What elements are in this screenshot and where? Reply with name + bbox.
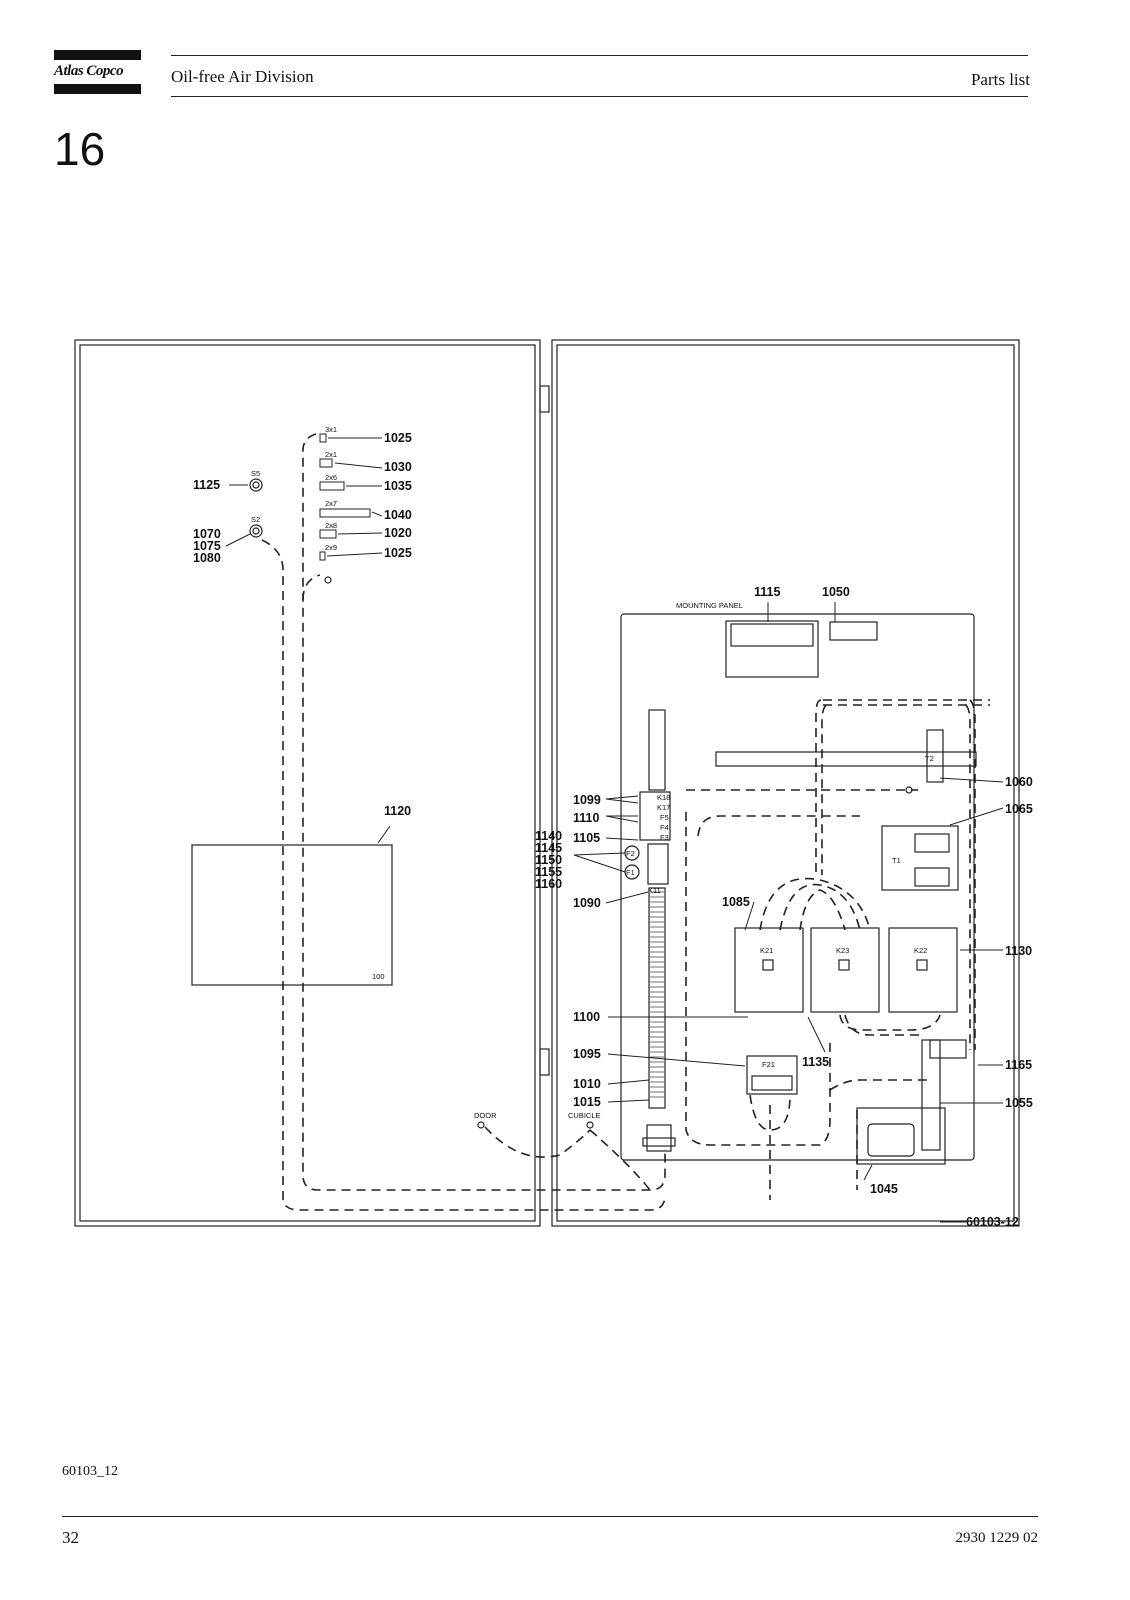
fuse-f21: [746, 1055, 798, 1095]
callout-1120: 1120: [384, 804, 411, 818]
callout-1110: 1110: [573, 811, 599, 825]
footer-rule: [62, 1516, 1038, 1517]
callout-1040: 1040: [384, 508, 412, 522]
callout-1075: 1075: [193, 539, 221, 553]
callout-1010: 1010: [573, 1077, 601, 1091]
label-k11: K11: [648, 886, 661, 895]
label-f1: F1: [626, 868, 635, 877]
section-title: Parts list: [970, 70, 1030, 89]
callout-1030: 1030: [384, 460, 412, 474]
callout-1035: 1035: [384, 479, 412, 493]
label-f3: F3: [660, 833, 669, 842]
callout-1070: 1070: [193, 527, 221, 541]
label-s5: S5: [251, 469, 260, 478]
callout-1025b: 1025: [384, 546, 412, 560]
mounting-panel: [620, 613, 975, 1161]
callout-1155: 1155: [535, 865, 562, 879]
callout-1145: 1145: [535, 841, 562, 855]
callout-1090: 1090: [573, 896, 601, 910]
logo-bar-bottom: [54, 84, 141, 94]
door-panel-100: [191, 844, 393, 986]
contactor-k21: [734, 927, 804, 1013]
label-f4: F4: [660, 823, 669, 832]
callout-1165: 1165: [1005, 1058, 1032, 1072]
cable-duct: [650, 891, 664, 1098]
wiring-dashed: [261, 433, 990, 1211]
cubicle-outline: [551, 339, 1020, 1227]
door-outline: [74, 339, 541, 1227]
door-terminal-blocks: [319, 433, 371, 561]
terminal-2x6: 2x6: [325, 473, 337, 482]
callout-1140: 1140: [535, 829, 562, 843]
callout-1085: 1085: [722, 895, 750, 909]
label-f5: F5: [660, 813, 669, 822]
contactor-k22: [888, 927, 958, 1013]
brand-logo-text: Atlas Copco: [54, 63, 124, 79]
callout-1020: 1020: [384, 526, 412, 540]
callout-1095: 1095: [573, 1047, 601, 1061]
mounting-panel-label: MOUNTING PANEL: [676, 601, 743, 610]
callout-1160: 1160: [535, 877, 562, 891]
figure-reference: 60103-12: [966, 1215, 1019, 1229]
callout-1150: 1150: [535, 853, 562, 867]
callout-1055: 1055: [1005, 1096, 1033, 1110]
header-rule-top: [171, 55, 1028, 56]
door-panel-ref: 100: [372, 972, 385, 981]
callout-1050: 1050: [822, 585, 850, 599]
division-title: Oil-free Air Division: [171, 67, 314, 86]
callout-1045: 1045: [870, 1182, 898, 1196]
callout-1130: 1130: [1005, 944, 1032, 958]
callout-1060: 1060: [1005, 775, 1033, 789]
label-f21: F21: [762, 1060, 775, 1069]
switch-s2: [249, 524, 263, 538]
terminal-2x9: 2x9: [325, 543, 337, 552]
terminal-2x1: 2x1: [325, 450, 337, 459]
terminal-2x7: 2x7: [325, 499, 337, 508]
header-rule-bottom: [171, 96, 1028, 97]
section-number: 16: [54, 123, 106, 175]
label-t1: T1: [892, 856, 901, 865]
callout-leaders: [225, 437, 1004, 1223]
footer-figure-reference: 60103_12: [62, 1464, 118, 1479]
callout-1105: 1105: [573, 831, 600, 845]
callout-1100: 1100: [573, 1010, 600, 1024]
page-number: 32: [62, 1528, 79, 1547]
callout-1025a: 1025: [384, 431, 412, 445]
door-label: DOOR: [474, 1111, 497, 1120]
label-f2: F2: [626, 849, 635, 858]
callout-1135: 1135: [802, 1055, 829, 1069]
callout-1125: 1125: [193, 478, 220, 492]
document-number: 2930 1229 02: [955, 1530, 1039, 1546]
terminal-2x8: 2x8: [325, 521, 337, 530]
callout-1065: 1065: [1005, 802, 1033, 816]
callout-1099: 1099: [573, 793, 601, 807]
switch-s5: [249, 478, 263, 492]
label-k21: K21: [760, 946, 773, 955]
label-k22: K22: [914, 946, 927, 955]
logo-bar-top: [54, 50, 141, 60]
label-s2: S2: [251, 515, 260, 524]
callout-1015: 1015: [573, 1095, 601, 1109]
callout-1115: 1115: [754, 585, 780, 599]
label-k17: K17: [657, 803, 670, 812]
cubicle-label: CUBICLE: [568, 1111, 601, 1120]
label-k18: K18: [657, 793, 670, 802]
terminal-3x1: 3x1: [325, 425, 337, 434]
callout-1080: 1080: [193, 551, 221, 565]
label-k23: K23: [836, 946, 849, 955]
label-t2: T2: [925, 754, 934, 763]
